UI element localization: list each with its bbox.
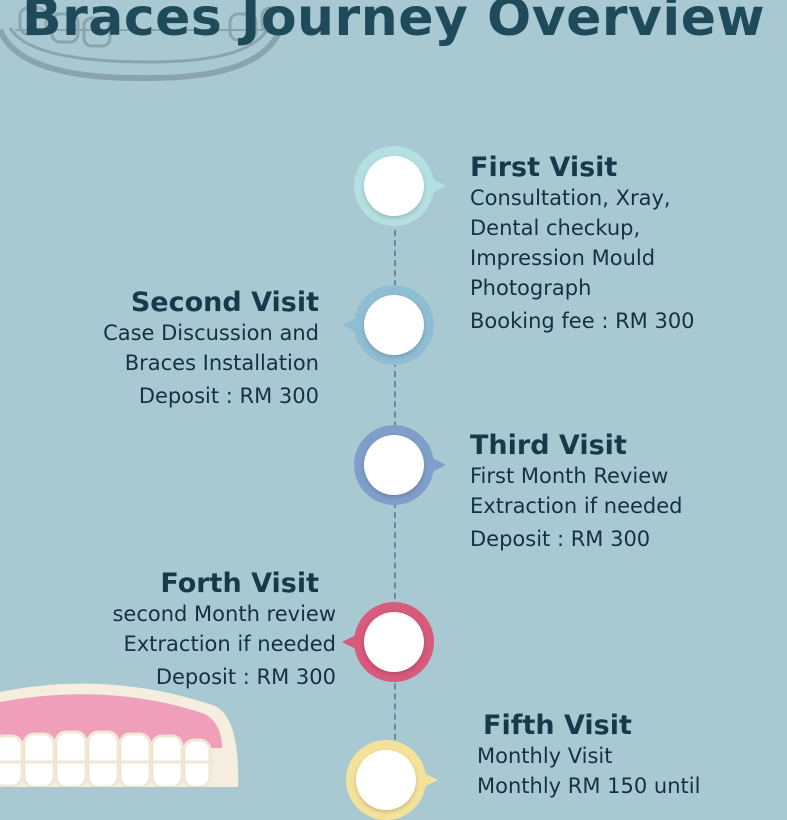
visit-4-marker [342,602,434,682]
visit-1-line-4: Photograph [470,276,592,300]
visit-5-line-2: Monthly RM 150 until [477,774,701,798]
visit-1-details: First Visit Consultation, Xray, Dental c… [470,152,695,336]
visit-3-marker [354,425,446,505]
page-title: Braces Journey Overview [21,0,766,48]
visit-4-line-1: second Month review [112,602,336,626]
visit-2-details: Second Visit Case Discussion and Braces … [103,287,319,411]
visit-3-line-2: Extraction if needed [470,494,683,518]
visit-1-heading: First Visit [470,152,618,183]
denture-illustration [0,683,239,787]
visit-3-heading: Third Visit [470,430,627,461]
visit-2-heading: Second Visit [130,287,319,318]
visit-1-line-2: Dental checkup, [470,216,641,240]
visit-5-marker [346,740,438,820]
visit-4-details: Forth Visit second Month review Extracti… [112,568,336,692]
visit-2-marker [342,285,434,365]
visit-1-line-3: Impression Mould [470,246,656,270]
visit-2-line-2: Braces Installation [124,351,319,375]
visit-4-fee: Deposit : RM 300 [155,665,336,689]
visit-4-line-2: Extraction if needed [123,632,336,656]
visit-4-heading: Forth Visit [160,568,319,599]
visit-1-marker [354,146,446,226]
visit-1-line-1: Consultation, Xray, [470,186,671,210]
visit-2-fee: Deposit : RM 300 [138,384,319,408]
visit-3-details: Third Visit First Month Review Extractio… [470,430,683,554]
visit-3-line-1: First Month Review [470,464,669,488]
visit-3-fee: Deposit : RM 300 [470,527,651,551]
visit-1-fee: Booking fee : RM 300 [470,309,695,333]
visit-5-line-1: Monthly Visit [477,744,613,768]
visit-2-line-1: Case Discussion and [103,321,319,345]
teeth-outline-illustration [0,6,290,82]
visit-5-heading: Fifth Visit [483,710,632,741]
visit-5-details: Fifth Visit Monthly Visit Monthly RM 150… [477,710,700,801]
